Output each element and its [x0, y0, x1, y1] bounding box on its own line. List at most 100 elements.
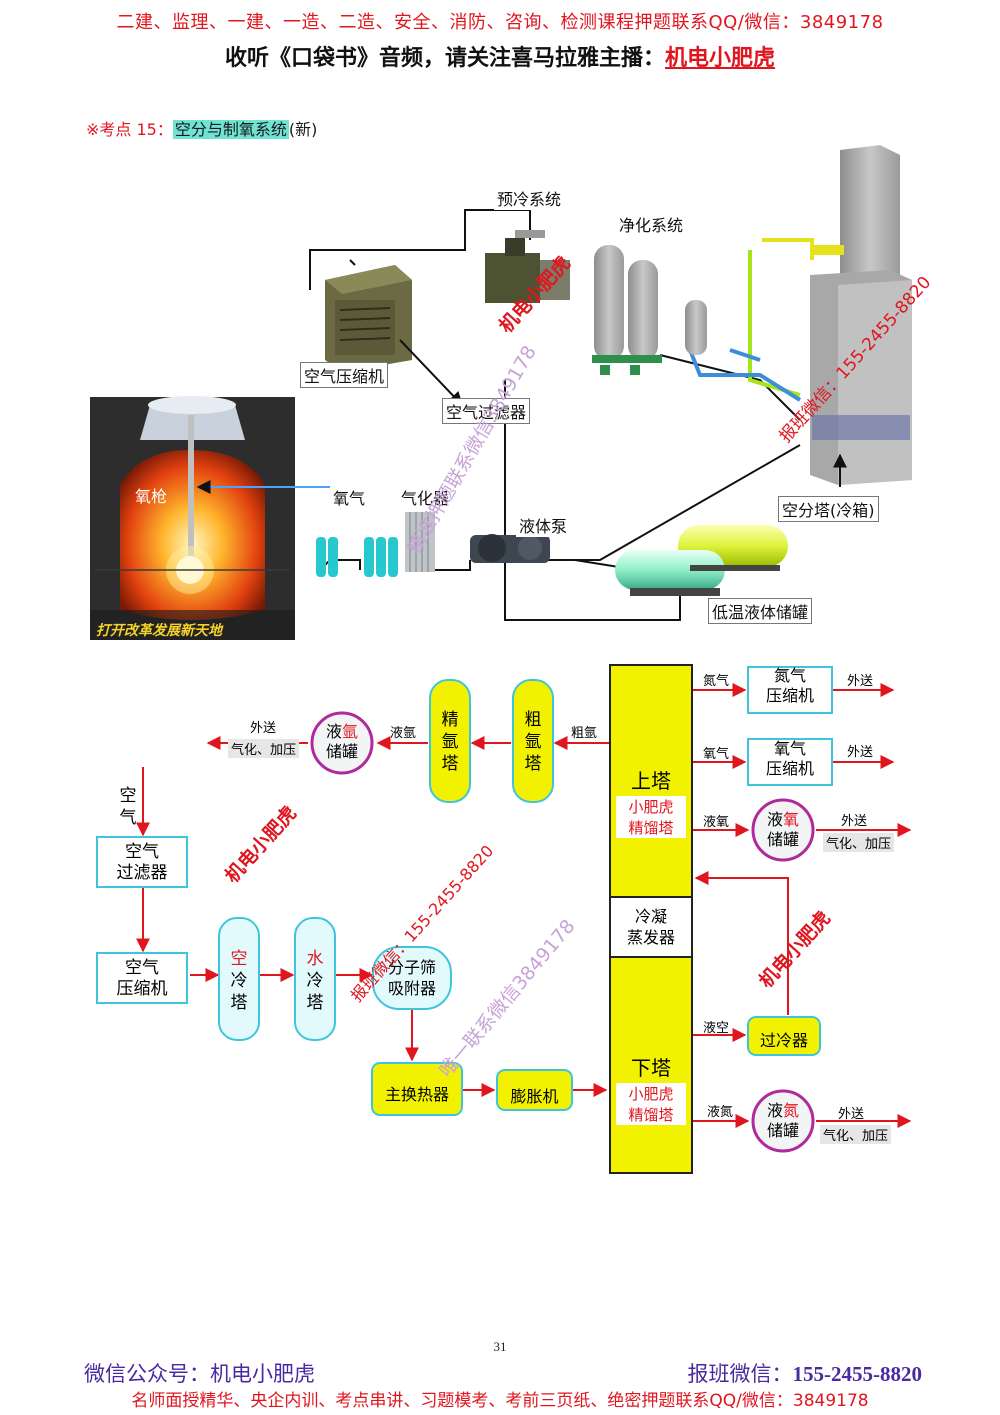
- footer-signup-phone: 155-2455-8820: [792, 1362, 923, 1386]
- label-cold-box: 空分塔(冷箱): [778, 496, 879, 522]
- precool-unit-graphic: [485, 230, 570, 303]
- cyan-boxes: [96, 666, 833, 1004]
- fc-o2c-2: 压缩机: [765, 759, 814, 778]
- page-number: 31: [493, 1339, 507, 1354]
- kaodian-title: 空分与制氧系统: [172, 120, 289, 139]
- fc-lower-title: 下塔: [631, 1056, 671, 1080]
- fc-subcooler: 过冷器: [759, 1031, 808, 1050]
- fc-wct-3: 塔: [306, 993, 324, 1013]
- audio-anchor-link[interactable]: 机电小肥虎: [665, 46, 776, 71]
- fc-air-text: 空气: [119, 786, 137, 828]
- kaodian-heading: ※考点 15：空分与制氧系统(新): [86, 116, 317, 140]
- footer-wechat-account: 微信公众号：机电小肥虎: [84, 1362, 315, 1386]
- footer-signup: 报班微信：155-2455-8820: [688, 1358, 923, 1388]
- label-air-filter: 空气过滤器: [442, 398, 531, 424]
- vaporizer-graphic: [405, 512, 435, 572]
- cryo-tanks-graphic: [615, 525, 788, 596]
- fc-liq-n2-tank: 液氮 储罐: [753, 1101, 813, 1141]
- fc-air-filter-l2: 过滤器: [116, 863, 168, 883]
- fc-wct-1: 水: [306, 949, 324, 969]
- fc-lbl-ln2: 液氮: [707, 1105, 734, 1120]
- fc-lbl-o2: 氧气: [703, 747, 730, 762]
- fc-lat-1: 液: [325, 722, 342, 741]
- storage-circles: [310, 711, 815, 1153]
- fc-n2c-2: 压缩机: [765, 686, 814, 705]
- fc-lnt-1: 液: [766, 1101, 783, 1120]
- fc-lbl-crude-ar: 粗氩: [571, 726, 598, 741]
- label-oxygen: 氧气: [330, 485, 369, 509]
- fc-lat-3: 储罐: [325, 742, 358, 761]
- fc-crude-argon: 粗 氩 塔: [513, 709, 553, 775]
- oxygen-cylinders-graphic: [316, 537, 398, 577]
- fc-out-lox: 外送: [841, 814, 868, 829]
- fc-vap-lar: 气化、加压: [228, 739, 300, 758]
- fc-upper-tower: 上塔 小肥虎 精馏塔: [610, 765, 692, 838]
- fc-out-o2: 外送: [847, 745, 874, 760]
- fc-o2c-1: 氧气: [773, 739, 806, 758]
- fc-liq-argon-tank: 液氩 储罐: [312, 722, 372, 762]
- fc-condenser: 冷凝 蒸发器: [610, 906, 692, 948]
- fc-vap-ln2: 气化、加压: [820, 1125, 892, 1144]
- yellow-boxes: [371, 1016, 821, 1116]
- fc-mol-sieve: 分子筛 吸附器: [373, 957, 451, 999]
- fc-lbl-lox: 液氧: [703, 815, 730, 830]
- fc-lbl-n2: 氮气: [703, 674, 730, 689]
- label-cryo-tank: 低温液体储罐: [708, 598, 813, 624]
- purification-vessels-graphic: [592, 245, 707, 375]
- fc-o2-compressor: 氧气 压缩机: [748, 739, 832, 779]
- label-oxygen-lance: 氧枪: [135, 487, 168, 506]
- fc-pa-1: 精: [441, 710, 459, 730]
- argon-capsules: [429, 679, 554, 803]
- label-vaporizer: 气化器: [398, 485, 453, 509]
- fc-ms-2: 吸附器: [387, 979, 436, 998]
- fc-air-compressor-l2: 压缩机: [116, 979, 168, 999]
- fc-liq-o2-tank: 液氧 储罐: [753, 810, 813, 850]
- fc-lnt-2: 氮: [783, 1101, 800, 1120]
- fc-ca-3: 塔: [524, 754, 542, 774]
- fc-air-compressor: 空气 压缩机: [97, 958, 187, 1000]
- fc-water-cooling-tower: 水 冷 塔: [295, 948, 335, 1014]
- fc-lot-3: 储罐: [766, 830, 799, 849]
- fc-act-2: 冷: [230, 971, 248, 991]
- fc-ca-1: 粗: [524, 710, 542, 730]
- fc-air-cooling-tower: 空 冷 塔: [219, 948, 259, 1014]
- fc-upper-sub1: 小肥虎: [616, 796, 686, 817]
- fc-vap-lox: 气化、加压: [823, 833, 895, 852]
- kaodian-tag: (新): [288, 120, 318, 139]
- process-flowchart: [96, 664, 912, 1174]
- fc-upper-sub2: 精馏塔: [616, 817, 686, 838]
- fc-lot-2: 氧: [783, 810, 800, 829]
- fc-pure-argon: 精 氩 塔: [430, 709, 470, 775]
- label-precool: 预冷系统: [494, 186, 565, 210]
- fc-lat-2: 氩: [342, 722, 359, 741]
- air-compressor-graphic: [325, 265, 412, 372]
- label-purify: 净化系统: [616, 212, 687, 236]
- fc-wct-2: 冷: [306, 971, 324, 991]
- label-liquid-pump: 液体泵: [516, 513, 571, 537]
- fc-air-compressor-l1: 空气: [125, 958, 159, 978]
- tower-column: [609, 664, 693, 1174]
- liquid-pump-graphic: [470, 534, 550, 563]
- fc-act-1: 空: [230, 949, 248, 969]
- fc-ca-2: 氩: [524, 732, 542, 752]
- fc-air-filter: 空气 过滤器: [97, 842, 187, 884]
- fc-cond-1: 冷凝: [634, 907, 667, 926]
- fc-lower-sub2: 精馏塔: [616, 1104, 686, 1125]
- fc-lot-1: 液: [766, 810, 783, 829]
- flow-lines: [136, 683, 912, 1128]
- fc-main-hx: 主换热器: [384, 1085, 449, 1104]
- fc-out-ln2: 外送: [838, 1107, 865, 1122]
- fc-lower-sub1: 小肥虎: [616, 1083, 686, 1104]
- fc-n2c-1: 氮气: [773, 666, 806, 685]
- fc-pa-2: 氩: [441, 732, 459, 752]
- fc-lower-tower: 下塔 小肥虎 精馏塔: [610, 1052, 692, 1125]
- furnace-image: [90, 396, 295, 640]
- fc-pa-3: 塔: [441, 754, 459, 774]
- fc-lnt-3: 储罐: [766, 1121, 799, 1140]
- footer-signup-label: 报班微信：: [687, 1362, 793, 1386]
- cold-box-tower-graphic: [810, 145, 912, 485]
- fc-out-n2: 外送: [847, 674, 874, 689]
- fc-air-input: 空气: [118, 785, 138, 829]
- fc-expander: 膨胀机: [510, 1087, 559, 1106]
- fc-out-lar: 外送: [250, 721, 277, 736]
